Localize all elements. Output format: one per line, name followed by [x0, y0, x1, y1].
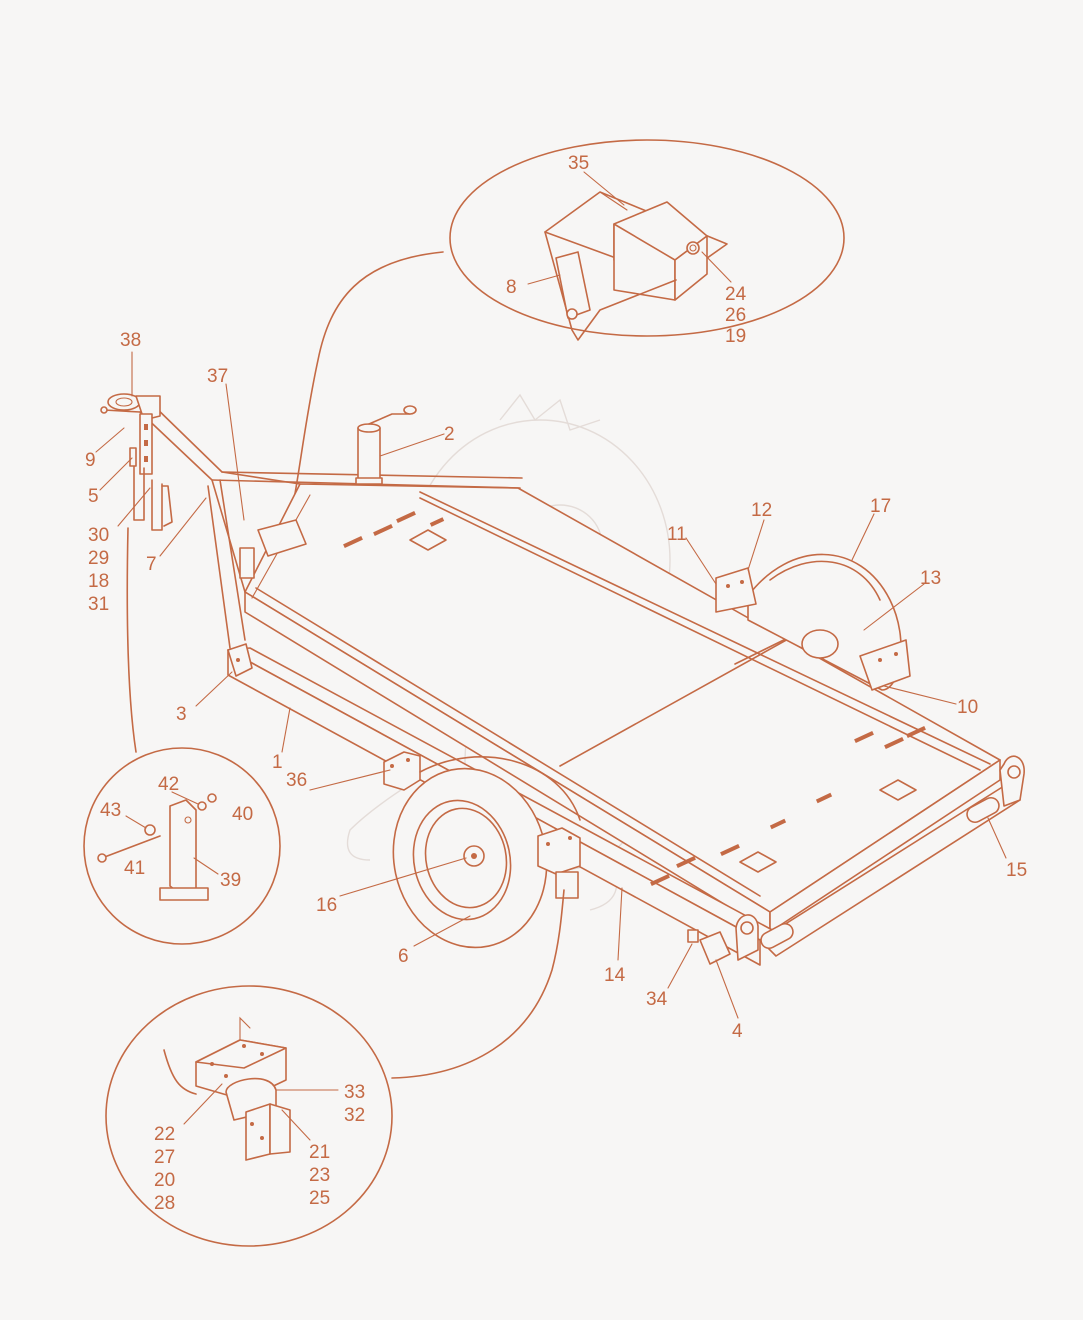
callout-17: 17 — [870, 496, 891, 517]
callout-34: 34 — [646, 989, 668, 1010]
callout-20: 20 — [154, 1170, 175, 1191]
callout-29: 29 — [88, 548, 109, 569]
callout-11: 11 — [667, 524, 687, 545]
callout-12: 12 — [751, 500, 772, 521]
callout-labels: 1 2 3 4 5 6 7 9 10 11 12 13 14 15 16 17 … — [85, 153, 1027, 1214]
callout-10: 10 — [957, 697, 978, 718]
callout-30: 30 — [88, 525, 109, 546]
detail-bubble-bottom — [105, 889, 565, 1247]
callout-42: 42 — [158, 774, 179, 795]
front-axle-bracket — [383, 751, 421, 791]
callout-4: 4 — [732, 1021, 743, 1042]
callout-32: 32 — [344, 1105, 365, 1126]
callout-28: 28 — [154, 1193, 175, 1214]
callout-21: 21 — [309, 1142, 330, 1163]
callout-16: 16 — [316, 895, 337, 916]
callout-38: 38 — [120, 330, 141, 351]
callout-2: 2 — [444, 424, 455, 445]
callout-37: 37 — [207, 366, 228, 387]
callout-19: 19 — [725, 326, 746, 347]
callout-8: 8 — [506, 277, 517, 298]
callout-25: 25 — [309, 1188, 330, 1209]
front-wheel — [392, 756, 581, 949]
callout-26: 26 — [725, 305, 746, 326]
callout-31: 31 — [88, 594, 109, 615]
callout-24: 24 — [725, 284, 747, 305]
callout-22: 22 — [154, 1124, 175, 1145]
jack-stand — [355, 405, 417, 485]
callout-6: 6 — [398, 946, 409, 967]
callout-15: 15 — [1006, 860, 1027, 881]
detail-bubble-left — [83, 527, 281, 945]
callout-5: 5 — [88, 486, 99, 507]
callout-14: 14 — [604, 965, 626, 986]
detail-bubble-top — [291, 139, 845, 511]
fender-bracket — [537, 827, 581, 899]
hitch-coupling — [100, 393, 173, 531]
callout-7: 7 — [146, 554, 157, 575]
rear-tie-eyes — [735, 755, 1025, 961]
callout-23: 23 — [309, 1165, 330, 1186]
trailer-assembly — [100, 393, 1025, 966]
callout-18: 18 — [88, 571, 109, 592]
callout-27: 27 — [154, 1147, 175, 1168]
rear-wheel-fender — [715, 553, 911, 691]
callout-3: 3 — [176, 704, 187, 725]
callout-35: 35 — [568, 153, 589, 174]
callout-13: 13 — [920, 568, 941, 589]
callout-43: 43 — [100, 800, 121, 821]
callout-33: 33 — [344, 1082, 365, 1103]
callout-1: 1 — [272, 752, 283, 773]
callout-36: 36 — [286, 770, 307, 791]
leader-lines — [95, 351, 1007, 1019]
callout-39: 39 — [220, 870, 241, 891]
callout-9: 9 — [85, 450, 96, 471]
callout-41: 41 — [124, 858, 145, 879]
deck-slots — [343, 510, 926, 887]
callout-40: 40 — [232, 804, 253, 825]
